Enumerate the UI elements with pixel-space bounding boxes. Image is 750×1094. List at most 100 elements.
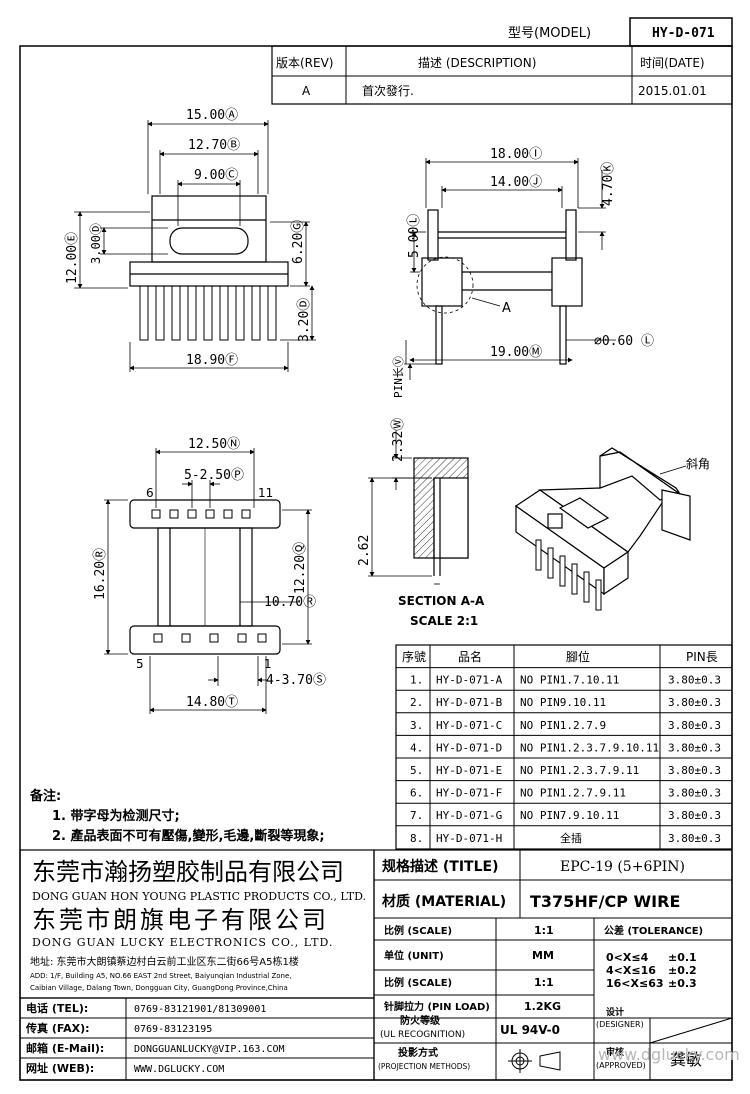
pin-table-cell: 7.	[410, 809, 423, 822]
dim-2-62: 2.62	[357, 535, 372, 566]
designer-label-cn: 设计	[606, 1006, 624, 1018]
unit-label: 单位 (UNIT)	[384, 949, 444, 962]
pin-load-label: 针脚拉力 (PIN LOAD)	[384, 1000, 490, 1013]
pin-table-cell: NO PIN1.2.3.7.9.11	[520, 764, 639, 777]
pin-table-cell: 3.80±0.3	[668, 741, 721, 754]
dim-14: 14.00Ⓙ	[490, 175, 542, 190]
pin-table-cell: HY-D-071-E	[436, 764, 502, 777]
company-cn-2: 东莞市朗旗电子有限公司	[32, 906, 329, 934]
tol-value-2: ±0.2	[668, 964, 697, 977]
dim-12: 12.00Ⓔ	[65, 232, 80, 284]
date-value: 2015.01.01	[638, 84, 707, 98]
projection-symbol-icon	[508, 1049, 561, 1073]
pin-label-5: 5	[136, 657, 144, 671]
pin-label-11: 11	[258, 486, 273, 500]
projection-label-cn: 投影方式	[398, 1046, 438, 1059]
tol-range-2: 4<X≤16	[606, 964, 656, 977]
notes-title: 备注:	[29, 788, 61, 804]
contact-label: 网址 (WEB):	[26, 1061, 94, 1075]
pin-table-header: PIN長	[686, 650, 718, 664]
pin-length-label: PIN长Ⓥ	[392, 356, 405, 398]
pin-table-cell: 3.80±0.3	[668, 832, 721, 845]
model-label: 型号(MODEL)	[508, 26, 591, 41]
dim-pitch: 5-2.50Ⓟ	[184, 468, 244, 483]
contact-label: 电话 (TEL):	[26, 1001, 88, 1015]
dim-pin-dia: ⌀0.60 Ⓛ	[594, 334, 654, 349]
title-block	[373, 849, 733, 1081]
pin-table-cell: HY-D-071-C	[436, 719, 502, 732]
address-en-2: Caibian Village, Dalang Town, Dongguan C…	[30, 984, 288, 992]
tolerance-label: 公差 (TOLERANCE)	[604, 924, 703, 937]
ul-label-cn: 防火等级	[400, 1014, 441, 1027]
pin-table-cell: HY-D-071-A	[436, 674, 503, 687]
tol-value-1: ±0.1	[668, 951, 697, 964]
pin-table-cell: 3.80±0.3	[668, 764, 721, 777]
dim-5: 5.00Ⓛ	[407, 214, 422, 258]
pin-table-cell: 3.80±0.3	[668, 696, 721, 709]
ul-value: UL 94V-0	[500, 1023, 560, 1037]
approved-value: 龚敏	[670, 1050, 702, 1069]
dim-4-3-7: 4-3.70Ⓢ	[266, 673, 326, 688]
tol-value-3: ±0.3	[668, 977, 697, 990]
pin-table-cell: 6.	[410, 787, 423, 800]
title-value: EPC-19 (5+6PIN)	[560, 859, 685, 875]
contact-value: 0769-83123195	[134, 1024, 212, 1035]
pin-table	[395, 644, 733, 850]
pin-table-cell: 5.	[410, 764, 423, 777]
contact-label: 邮箱 (E-Mail):	[26, 1041, 104, 1055]
pin-table-cell: HY-D-071-D	[436, 741, 502, 754]
dim-19: 19.00Ⓜ	[490, 345, 542, 360]
pin-table-cell: 3.80±0.3	[668, 787, 721, 800]
company-cn-1: 东莞市瀚扬塑胶制品有限公司	[32, 858, 344, 886]
contact-value: DONGGUANLUCKY@VIP.163.COM	[134, 1044, 285, 1055]
dim-15: 15.00Ⓐ	[186, 108, 238, 123]
projection-label-en: (PROJECTION METHODS)	[378, 1062, 470, 1071]
title-label: 规格描述 (TITLE)	[382, 858, 498, 875]
pin-table-header: 品名	[458, 649, 482, 664]
pin-table-cell: 3.80±0.3	[668, 719, 721, 732]
rev-value: A	[302, 84, 311, 98]
dim-3-2: 3.20Ⓓ	[297, 298, 312, 342]
date-label: 时间(DATE)	[640, 56, 705, 70]
pin-table-cell: 3.	[410, 719, 423, 732]
pin-table-header: 腳位	[566, 649, 590, 664]
pin-table-cell: NO PIN9.10.11	[520, 696, 606, 709]
scale2-value: 1:1	[534, 976, 554, 989]
tol-range-3: 16<X≤63	[606, 977, 664, 990]
rev-label: 版本(REV)	[276, 56, 334, 70]
scale2-label: 比例 (SCALE)	[384, 976, 452, 989]
approved-label-en: (APPROVED)	[596, 1061, 646, 1070]
section-title: SECTION A-A	[398, 594, 485, 608]
pin-table-cell: 3.80±0.3	[668, 809, 721, 822]
unit-value: MM	[532, 949, 554, 962]
side-view	[404, 158, 616, 380]
note-1: 1. 带字母为检测尺寸;	[52, 808, 180, 824]
pin-table-cell: HY-D-071-F	[436, 787, 502, 800]
front-view	[74, 120, 316, 372]
dim-10-7: 10.70Ⓡ	[264, 595, 316, 610]
contact-label: 传真 (FAX):	[25, 1021, 90, 1035]
bottom-view	[104, 448, 312, 714]
note-2: 2. 產品表面不可有壓傷,變形,毛邊,斷裂等現象;	[52, 828, 325, 844]
isometric-view	[514, 447, 691, 611]
company-en-2: DONG GUAN LUCKY ELECTRONICS CO., LTD.	[32, 936, 333, 949]
pin-table-cell: NO PIN1.7.10.11	[520, 674, 619, 687]
watermark: www.dglucky.com	[598, 1045, 740, 1064]
pin-table-cell: 3.80±0.3	[668, 674, 721, 687]
pin-table-cell: 2.	[410, 696, 423, 709]
pin-table-cell: 8.	[410, 832, 423, 845]
contact-list: 电话 (TEL): 0769-83121901/81309001 传真 (FAX):…	[25, 1001, 285, 1075]
dim-18-9: 18.90Ⓕ	[186, 353, 238, 368]
address-en-1: ADD: 1/F, Building A5, NO.66 EAST 2nd St…	[30, 972, 292, 980]
pin-label-1: 1	[264, 657, 272, 671]
pin-table-cell: HY-D-071-H	[436, 832, 502, 845]
pin-table-cell: NO PIN1.2.7.9.11	[520, 787, 626, 800]
iso-note: 斜角	[686, 457, 710, 471]
contact-value: 0769-83121901/81309001	[134, 1004, 266, 1015]
pin-table-cell: HY-D-071-G	[436, 809, 502, 822]
pin-label-6: 6	[146, 486, 154, 500]
contact-value: WWW.DGLUCKY.COM	[134, 1064, 224, 1075]
dim-16-2: 16.20Ⓡ	[93, 548, 108, 600]
header-block: 型号(MODEL) HY-D-071 版本(REV) 描述 (DESCRIPTI…	[271, 17, 733, 105]
